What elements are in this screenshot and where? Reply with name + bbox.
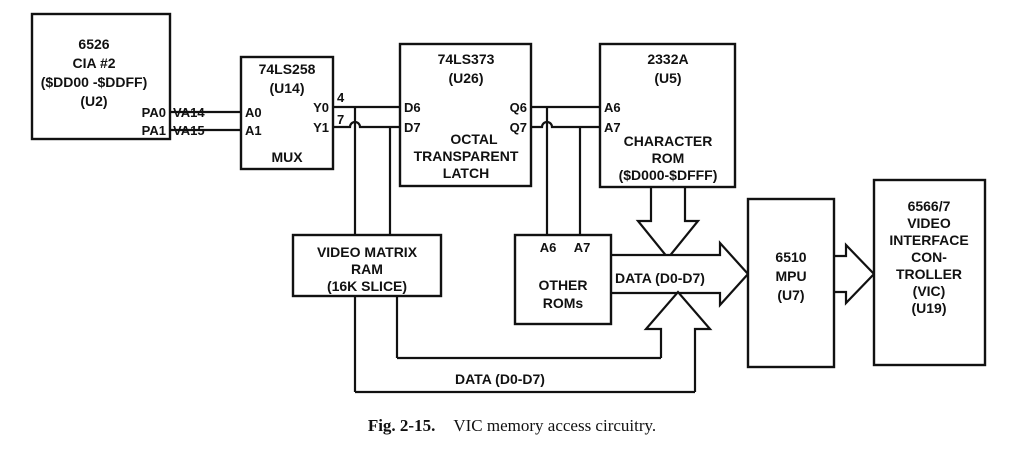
vic-line-2: VIDEO <box>907 215 951 231</box>
mux-box <box>239 55 335 171</box>
latch-name: 74LS373 <box>438 51 495 67</box>
video-matrix-ram-line-3: (16K SLICE) <box>327 278 407 294</box>
latch-box <box>398 42 533 188</box>
video-matrix-ram-box <box>291 233 443 298</box>
mux-name: 74LS258 <box>259 61 316 77</box>
latch-q7-label: Q7 <box>510 120 527 135</box>
latch-line-1: OCTAL <box>450 131 498 147</box>
figure-number: Fig. 2-15. <box>367 416 436 435</box>
wire-q7-a7 <box>531 120 600 129</box>
cia-2-ref: (U2) <box>80 93 107 109</box>
va14-label: VA14 <box>173 105 205 120</box>
character-rom-block: 2332A (U5) A6 A7 CHARACTER ROM ($D000-$D… <box>598 42 737 189</box>
mux-block: 74LS258 (U14) A0 A1 Y0 Y1 MUX <box>239 55 335 171</box>
cia-pa0-label: PA0 <box>142 105 166 120</box>
vic-line-6: (VIC) <box>913 283 946 299</box>
bus-arrows <box>611 187 876 392</box>
latch-d7-label: D7 <box>404 120 421 135</box>
cia-2-title: CIA #2 <box>72 55 115 71</box>
character-rom-ref: (U5) <box>654 70 681 86</box>
character-rom-range: ($D000-$DFFF) <box>619 167 718 183</box>
data-bus-label-lower: DATA (D0-D7) <box>455 371 545 387</box>
video-matrix-ram-line-2: RAM <box>351 261 383 277</box>
vic-line-5: TROLLER <box>896 266 962 282</box>
pin-7-label: 7 <box>337 112 344 127</box>
lower-bus-up-arrow <box>643 290 713 392</box>
vic-box <box>872 178 987 367</box>
va15-label: VA15 <box>173 123 205 138</box>
other-roms-line-1: OTHER <box>539 277 588 293</box>
figure-caption: Fig. 2-15. VIC memory access circuitry. <box>0 416 1024 436</box>
mpu-ref: (U7) <box>777 287 804 303</box>
mux-a1-label: A1 <box>245 123 262 138</box>
latch-line-3: LATCH <box>443 165 489 181</box>
character-rom-line-1: CHARACTER <box>624 133 713 149</box>
latch-d6-label: D6 <box>404 100 421 115</box>
pin-4-label: 4 <box>337 90 345 105</box>
cia-2-box <box>30 12 172 141</box>
char-rom-bus-arrow <box>635 187 701 260</box>
mpu-box <box>746 197 836 369</box>
latch-q6-label: Q6 <box>510 100 527 115</box>
character-rom-name: 2332A <box>647 51 688 67</box>
video-matrix-ram-block: VIDEO MATRIX RAM (16K SLICE) <box>291 233 443 298</box>
mux-y0-label: Y0 <box>313 100 329 115</box>
cia-2-range: ($DD00 -$DDFF) <box>41 74 148 90</box>
character-rom-a6-label: A6 <box>604 100 621 115</box>
character-rom-line-2: ROM <box>652 150 685 166</box>
cia-pa1-label: PA1 <box>142 123 166 138</box>
mux-a0-label: A0 <box>245 105 262 120</box>
other-roms-box <box>513 233 613 326</box>
vic-line-3: INTERFACE <box>889 232 968 248</box>
mpu-name: 6510 <box>775 249 806 265</box>
wiring <box>170 105 695 394</box>
cia-2-block: 6526 CIA #2 ($DD00 -$DDFF) (U2) PA0 PA1 <box>30 12 172 141</box>
mux-label: MUX <box>271 149 303 165</box>
character-rom-a7-label: A7 <box>604 120 621 135</box>
other-roms-block: A6 A7 OTHER ROMs <box>513 233 613 326</box>
latch-line-2: TRANSPARENT <box>414 148 519 164</box>
mux-ref: (U14) <box>269 80 304 96</box>
vic-line-1: 6566/7 <box>908 198 951 214</box>
mpu-label: MPU <box>775 268 806 284</box>
other-roms-a7-label: A7 <box>574 240 591 255</box>
character-rom-box <box>598 42 737 189</box>
other-roms-a6-label: A6 <box>540 240 557 255</box>
mpu-vic-bus-arrow <box>834 242 876 306</box>
latch-block: 74LS373 (U26) D6 D7 Q6 Q7 OCTAL TRANSPAR… <box>398 42 533 188</box>
cia-2-name: 6526 <box>78 36 109 52</box>
figure-caption-text: VIC memory access circuitry. <box>453 416 657 435</box>
mux-y1-label: Y1 <box>313 120 329 135</box>
other-roms-line-2: ROMs <box>543 295 584 311</box>
latch-ref: (U26) <box>448 70 483 86</box>
vic-ref: (U19) <box>911 300 946 316</box>
vic-line-4: CON- <box>911 249 947 265</box>
vic-block: 6566/7 VIDEO INTERFACE CON- TROLLER (VIC… <box>872 178 987 367</box>
video-matrix-ram-line-1: VIDEO MATRIX <box>317 244 418 260</box>
data-bus-label-upper: DATA (D0-D7) <box>615 270 705 286</box>
mpu-block: 6510 MPU (U7) <box>746 197 836 369</box>
